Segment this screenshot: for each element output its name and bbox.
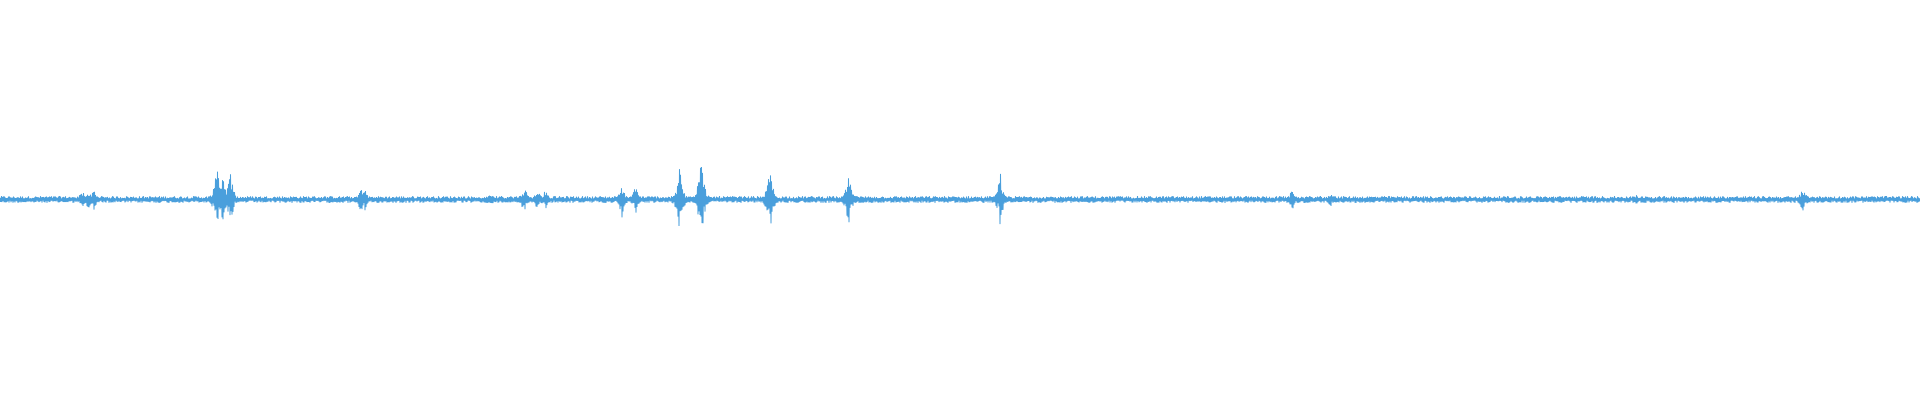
waveform-trace bbox=[0, 166, 1920, 227]
